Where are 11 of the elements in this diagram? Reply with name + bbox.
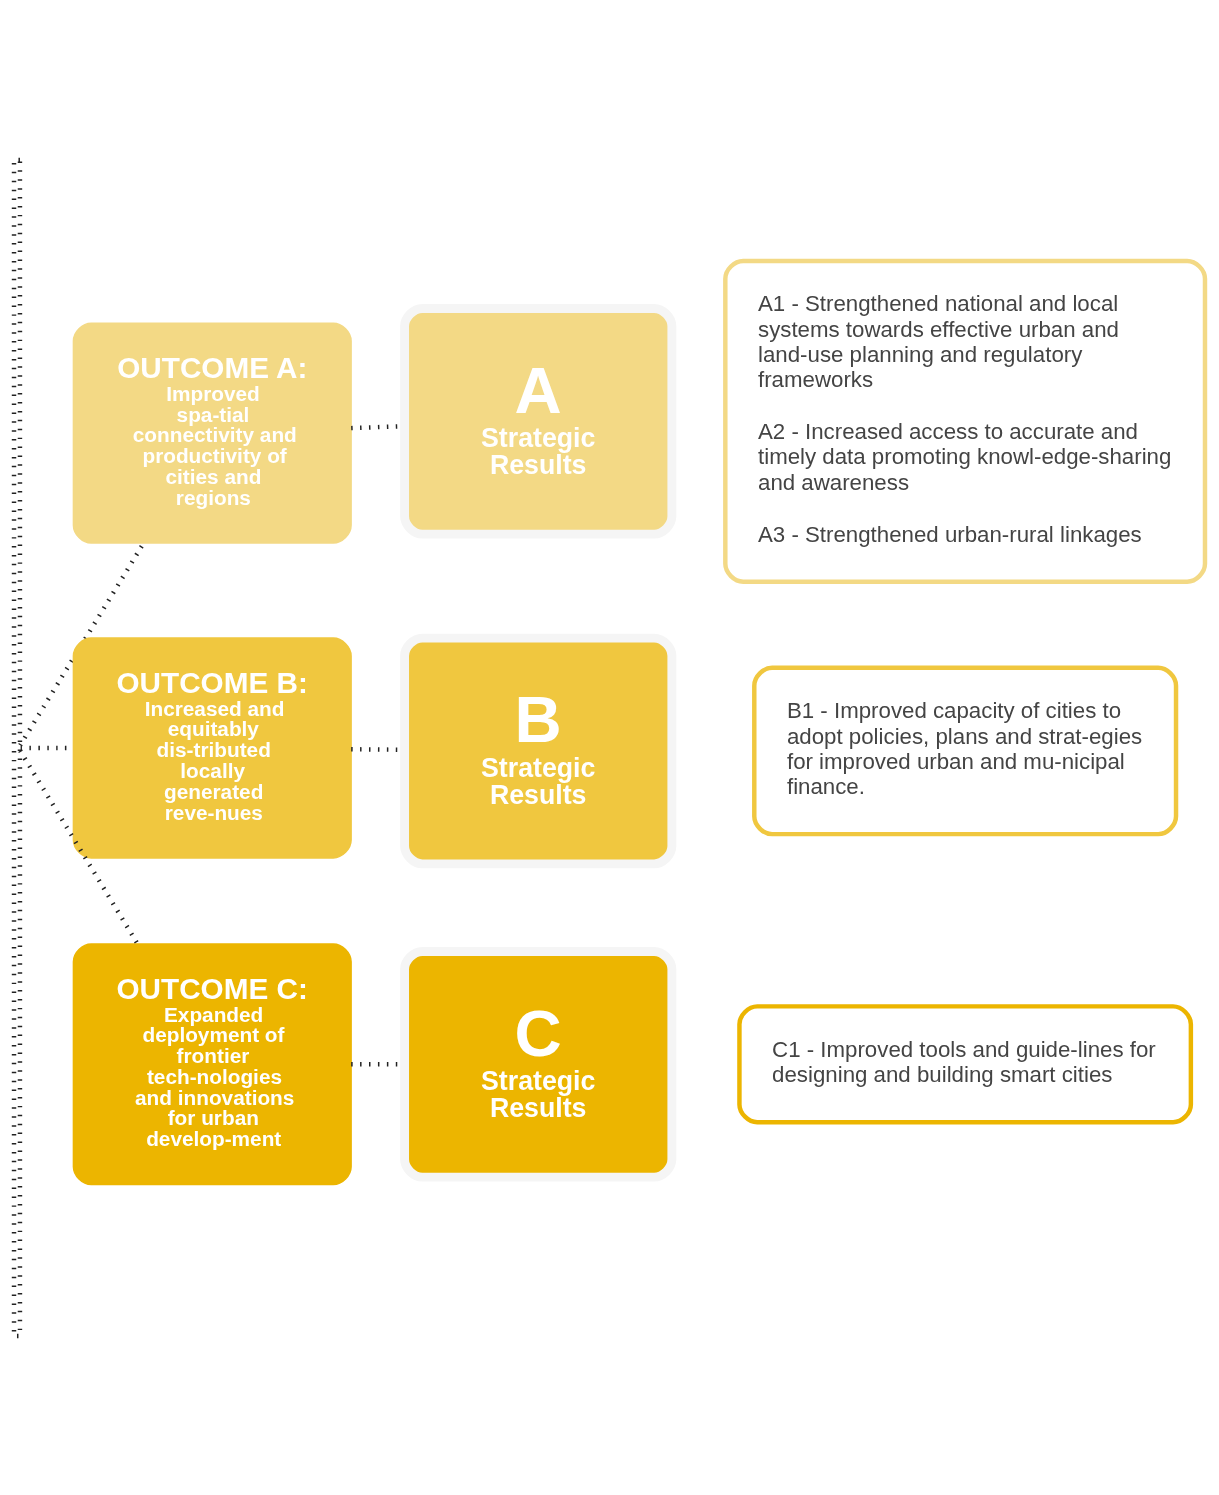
node-box: B Strategic Results [400, 633, 677, 868]
node-box: B1 - Improved capacity of cities to adopt policies, plans and strat-egies for improved urban and mu-nicipal finance. [752, 665, 1179, 836]
node-box: C1 - Improved tools and guide-lines for designing and building smart cities [737, 1003, 1194, 1124]
node-box: OUTCOME A: Improved spa-tial connectivity and productivity of cities and regions [72, 322, 352, 544]
node-box: A1 - Strengthened national and local systems towards effective urban and land-use planning and regulatory frameworks A2 - Increased access to accurate and timely data promoting knowl-edge-sharing and awareness A3 - Strengthened urban-rural linkages [723, 258, 1208, 584]
node-box: OUTCOME B: Increased and equitably dis-tributed locally generated reve-nues [72, 636, 352, 859]
node-box: C Strategic Results [400, 946, 677, 1182]
node-box: A Strategic Results [400, 303, 677, 539]
connector [18, 749, 140, 945]
node-bar [11, 157, 23, 1338]
node-box: OUTCOME C: Expanded deployment of frontier tech-nologies and innovations for urban develop-ment [72, 942, 352, 1185]
